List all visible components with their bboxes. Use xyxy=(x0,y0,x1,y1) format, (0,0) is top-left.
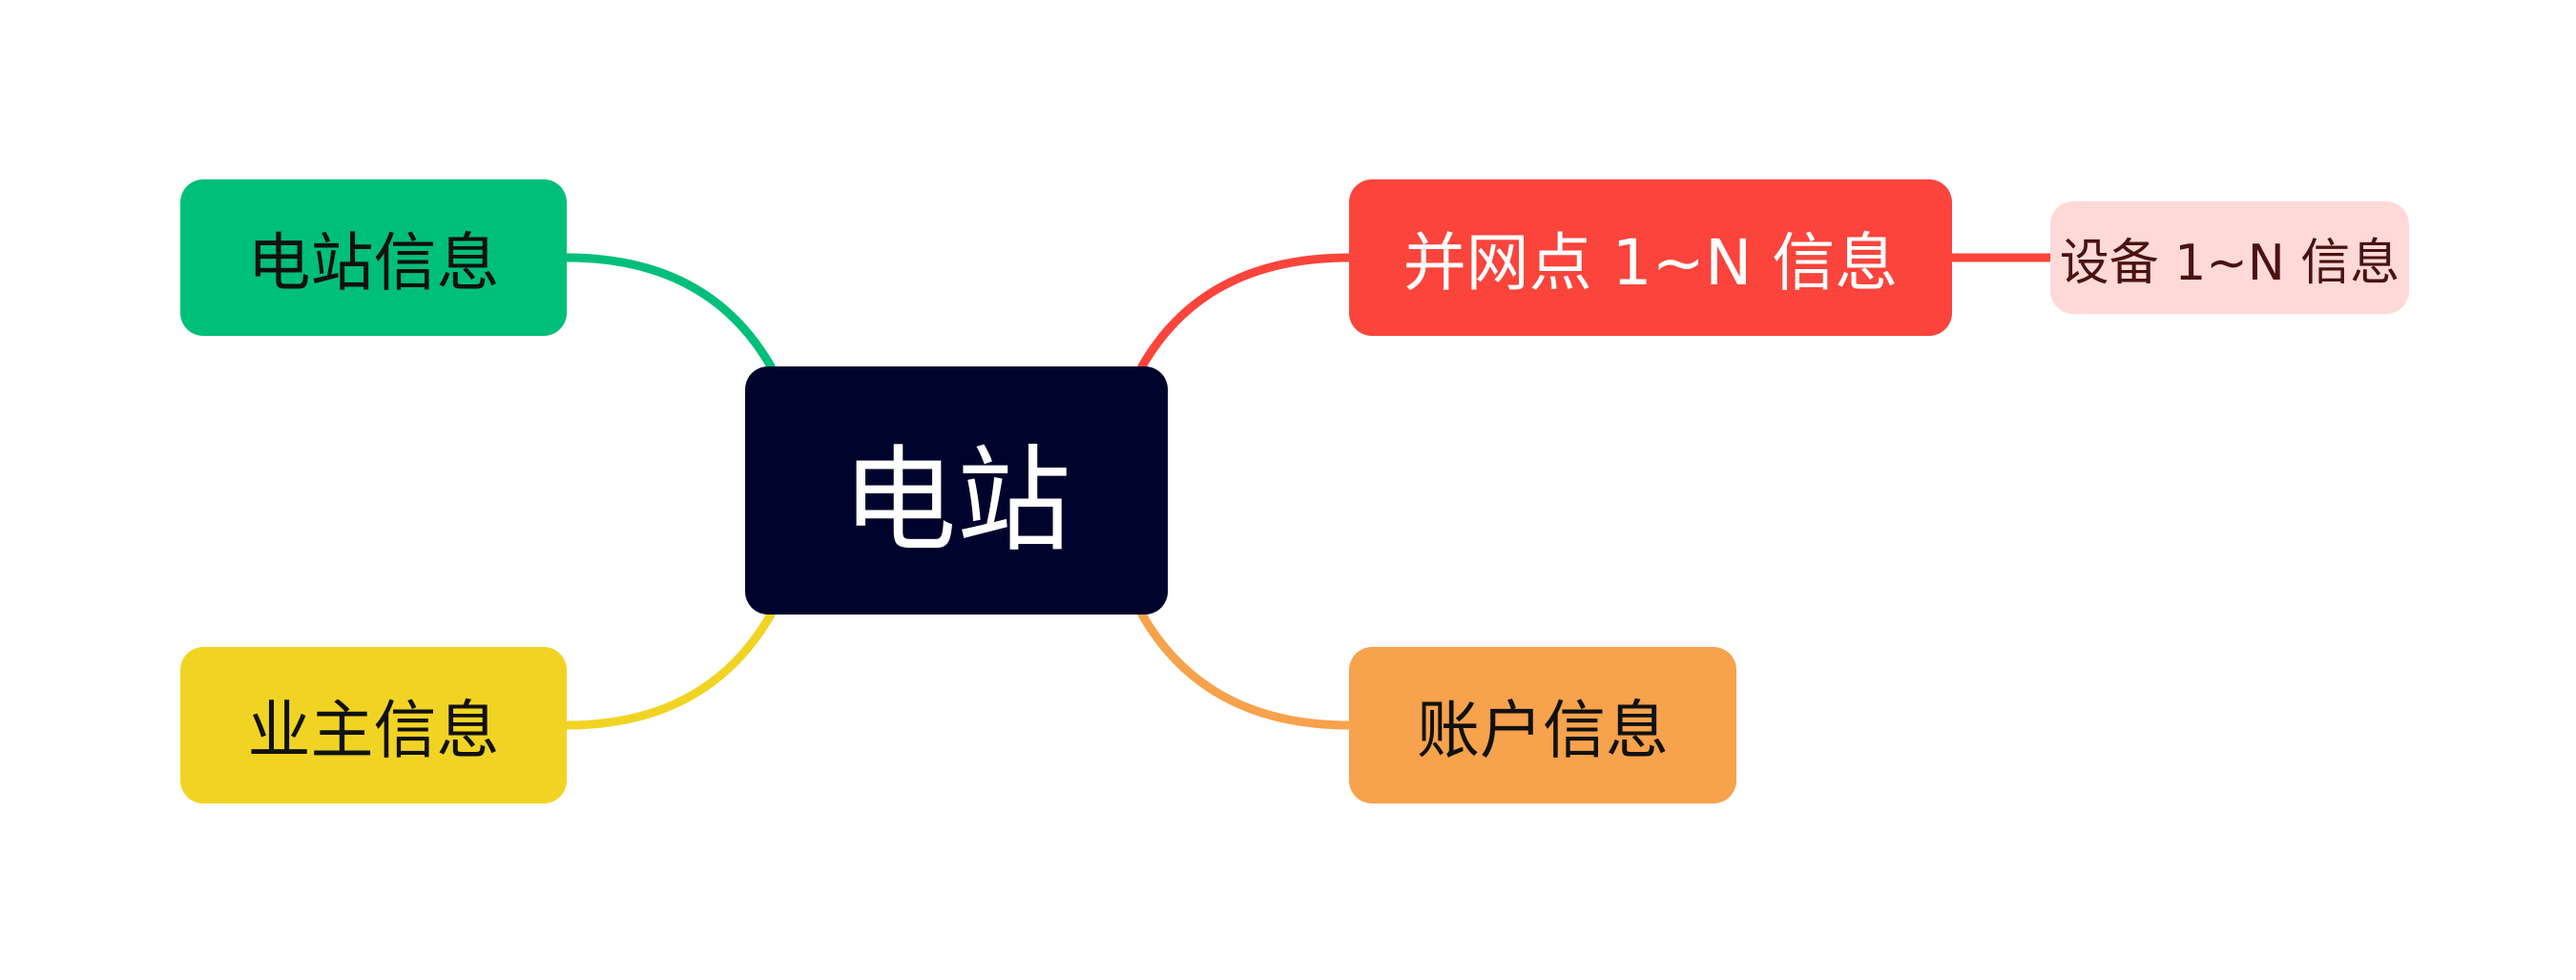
node-owner-info-label: 业主信息 xyxy=(247,694,500,767)
edge-root-to-station-info xyxy=(562,253,776,371)
node-owner-info[interactable]: 业主信息 xyxy=(180,647,567,803)
node-device-info-label: 设备 1~N 信息 xyxy=(2059,234,2400,292)
root-node-label: 电站 xyxy=(841,435,1071,568)
node-account-info-label: 账户信息 xyxy=(1417,694,1669,767)
node-grid-point-info-label: 并网点 1~N 信息 xyxy=(1402,226,1899,300)
node-grid-point-info[interactable]: 并网点 1~N 信息 xyxy=(1349,179,1952,336)
edge-root-to-account-info xyxy=(1137,610,1354,730)
root-node[interactable]: 电站 xyxy=(745,366,1168,615)
node-station-info[interactable]: 电站信息 xyxy=(180,179,567,336)
node-device-info[interactable]: 设备 1~N 信息 xyxy=(2050,201,2409,314)
edge-root-to-grid-point-info xyxy=(1137,253,1354,371)
edge-root-to-owner-info xyxy=(562,610,776,730)
node-account-info[interactable]: 账户信息 xyxy=(1349,647,1736,803)
node-station-info-label: 电站信息 xyxy=(247,226,500,300)
